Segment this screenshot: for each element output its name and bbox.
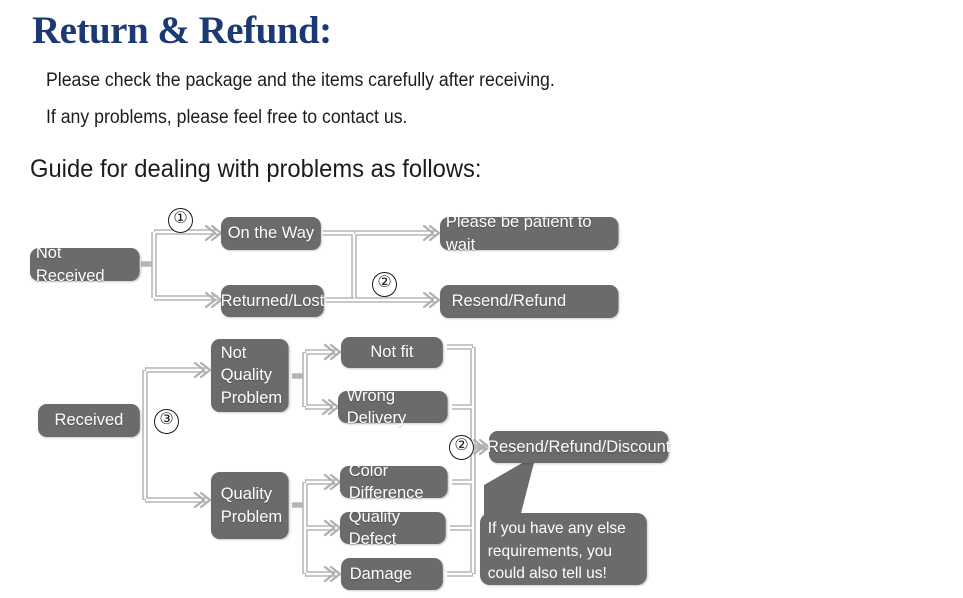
callout-bubble: If you have any else requirements, you c… xyxy=(480,513,647,585)
node-not-received[interactable]: Not Received xyxy=(30,243,140,285)
node-returned-lost[interactable]: Returned/Lost xyxy=(221,285,324,317)
guide-heading: Guide for dealing with problems as follo… xyxy=(30,155,482,183)
node-on-the-way[interactable]: On the Way xyxy=(221,217,321,250)
step-marker-3: ③ xyxy=(154,409,179,434)
node-quality-defect[interactable]: Quality Defect xyxy=(340,507,446,548)
step-marker-2-bottom: ② xyxy=(449,435,474,460)
node-resend-refund[interactable]: Resend/Refund xyxy=(440,285,619,318)
node-not-fit[interactable]: Not fit xyxy=(341,337,443,368)
node-quality-problem[interactable]: Quality Problem xyxy=(211,472,289,539)
node-resend-refund-discount[interactable]: Resend/Refund/Discount xyxy=(487,431,670,463)
node-color-difference[interactable]: Color Difference xyxy=(340,461,448,502)
intro-line-1: Please check the package and the items c… xyxy=(46,70,555,91)
callout-tail xyxy=(484,455,536,525)
step-marker-2-top: ② xyxy=(372,272,397,297)
step-marker-1: ① xyxy=(168,208,193,233)
node-received[interactable]: Received xyxy=(38,404,140,437)
node-please-be-patient[interactable]: Please be patient to wait xyxy=(440,212,619,254)
node-damage[interactable]: Damage xyxy=(341,558,443,590)
page-title: Return & Refund: xyxy=(32,9,332,52)
intro-line-2: If any problems, please feel free to con… xyxy=(46,107,408,128)
node-not-quality-problem[interactable]: Not Quality Problem xyxy=(211,339,289,412)
node-wrong-delivery[interactable]: Wrong Delivery xyxy=(338,386,448,427)
